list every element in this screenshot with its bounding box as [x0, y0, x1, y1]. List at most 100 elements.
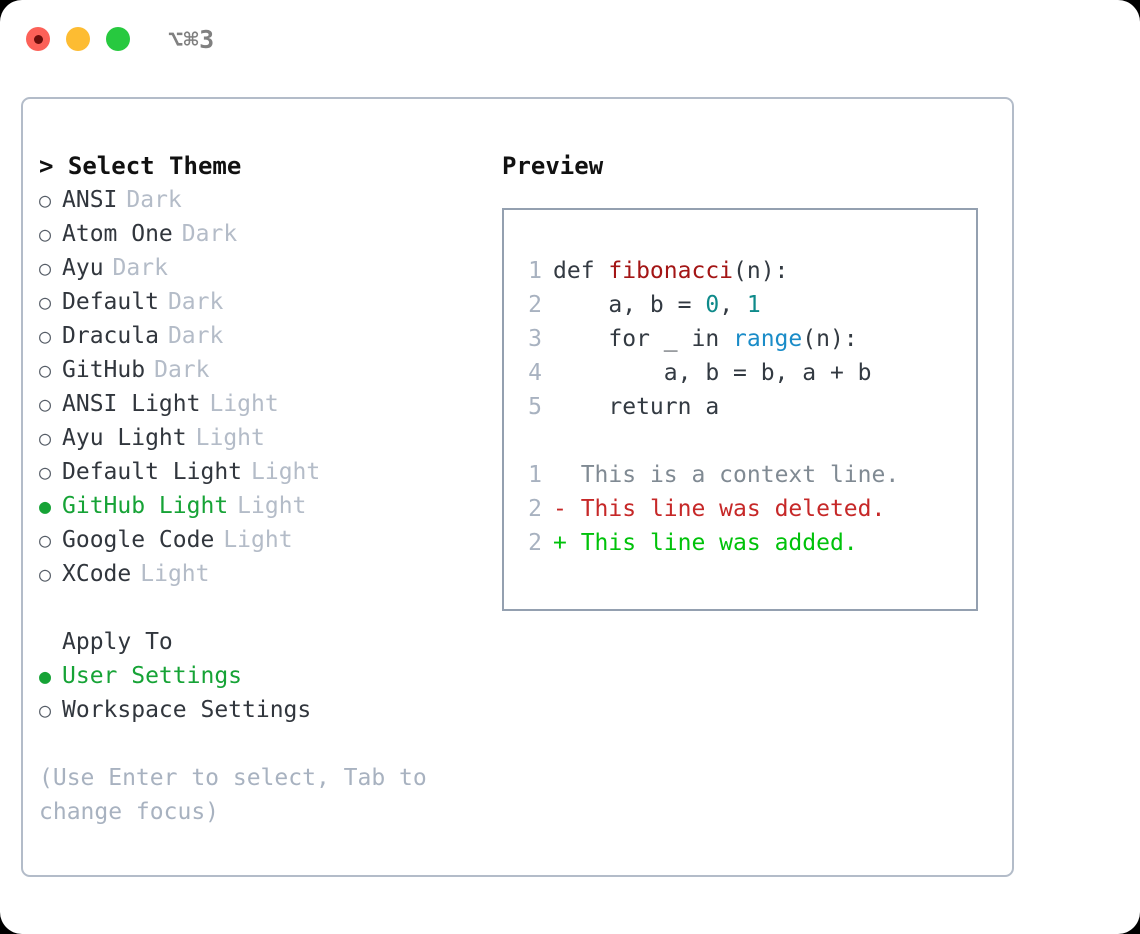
- diff-sample: 1 This is a context line.2- This line wa…: [504, 458, 976, 560]
- line-number: 1: [528, 462, 542, 488]
- theme-list-item[interactable]: ○ Default Dark: [39, 285, 489, 319]
- theme-list-item[interactable]: ○ Ayu Dark: [39, 251, 489, 285]
- radio-unselected-icon: ○: [39, 324, 52, 348]
- radio-unselected-icon: ○: [39, 562, 52, 586]
- diff-marker: [553, 458, 581, 492]
- apply-to-item[interactable]: ○ Workspace Settings: [39, 693, 489, 727]
- radio-selected-icon: ●: [39, 494, 52, 518]
- theme-category: Dark: [167, 289, 224, 315]
- line-number: 1: [528, 258, 542, 284]
- maximize-button[interactable]: [106, 27, 130, 51]
- theme-name: ANSI Light: [62, 391, 201, 417]
- radio-unselected-icon: ○: [39, 256, 52, 280]
- theme-name: Google Code: [62, 527, 215, 553]
- code-token: range: [733, 326, 803, 352]
- title-bar: ⌥⌘3: [0, 0, 1140, 78]
- diff-text: This is a context line.: [580, 462, 900, 488]
- code-token: (n):: [802, 326, 858, 352]
- theme-category: Light: [251, 459, 321, 485]
- theme-list-item[interactable]: ○ Atom One Dark: [39, 217, 489, 251]
- theme-category: Light: [223, 527, 293, 553]
- code-token: for _ in: [553, 326, 734, 352]
- window-controls: [26, 27, 130, 51]
- diff-line: 2- This line was deleted.: [504, 492, 976, 526]
- radio-unselected-icon: ○: [39, 528, 52, 552]
- radio-unselected-icon: ○: [39, 426, 52, 450]
- diff-line: 2 + This line was added.: [504, 526, 976, 560]
- theme-name: Default: [62, 289, 159, 315]
- diff-text: This line was added.: [580, 530, 858, 556]
- theme-name: Atom One: [62, 221, 173, 247]
- code-token: a, b =: [553, 292, 706, 318]
- diff-line: 1 This is a context line.: [504, 458, 976, 492]
- code-token: 0: [705, 292, 720, 318]
- radio-unselected-icon: ○: [39, 698, 52, 722]
- theme-name: ANSI: [62, 187, 118, 213]
- code-line: 3 for _ in range(n):: [504, 322, 976, 356]
- code-token: def: [553, 258, 609, 284]
- code-token: (n):: [733, 258, 789, 284]
- code-token: return a: [553, 394, 720, 420]
- theme-list-item[interactable]: ○ Dracula Dark: [39, 319, 489, 353]
- theme-name: GitHub: [62, 357, 146, 383]
- theme-list-item[interactable]: ○ GitHub Dark: [39, 353, 489, 387]
- apply-to-list: ●User Settings ○ Workspace Settings: [39, 659, 489, 727]
- code-token: ,: [719, 292, 747, 318]
- theme-list-item[interactable]: ○ Google Code Light: [39, 523, 489, 557]
- diff-marker: +: [553, 530, 581, 556]
- code-token: 1: [746, 292, 761, 318]
- close-button[interactable]: [26, 27, 50, 51]
- radio-unselected-icon: ○: [39, 290, 52, 314]
- apply-to-item[interactable]: ●User Settings: [39, 659, 489, 693]
- apply-to-label: Workspace Settings: [62, 697, 312, 723]
- theme-list-item[interactable]: ● GitHub Light Light: [39, 489, 489, 523]
- diff-marker: -: [553, 496, 581, 522]
- theme-list-header: > Select Theme: [39, 152, 242, 180]
- theme-category: Dark: [112, 255, 168, 281]
- theme-name: Ayu: [62, 255, 104, 281]
- theme-name: XCode: [62, 561, 132, 587]
- radio-unselected-icon: ○: [39, 358, 52, 382]
- apply-to-label: User Settings: [62, 663, 243, 689]
- keyboard-shortcut-label: ⌥⌘3: [168, 24, 215, 54]
- line-number: 2: [528, 292, 542, 318]
- theme-category: Dark: [167, 323, 224, 349]
- theme-category: Light: [195, 425, 265, 451]
- apply-to-header: Apply To: [62, 629, 173, 655]
- theme-name: Dracula: [62, 323, 159, 349]
- radio-unselected-icon: ○: [39, 222, 52, 246]
- theme-name: GitHub Light: [62, 493, 229, 519]
- code-line: 2 a, b = 0, 1: [504, 288, 976, 322]
- line-number: 5: [528, 394, 542, 420]
- line-number: 4: [528, 360, 542, 386]
- code-diff-spacer: [504, 424, 976, 458]
- theme-category: Light: [237, 493, 307, 519]
- theme-category: Dark: [181, 221, 238, 247]
- radio-unselected-icon: ○: [39, 188, 52, 212]
- code-line: 5 return a: [504, 390, 976, 424]
- section-spacer: [39, 591, 489, 625]
- line-number: 2: [528, 530, 542, 556]
- code-line: 4 a, b = b, a + b: [504, 356, 976, 390]
- theme-name: Ayu Light: [62, 425, 187, 451]
- diff-text: This line was deleted.: [580, 496, 886, 522]
- theme-category: Dark: [154, 357, 210, 383]
- theme-list-item[interactable]: ○ Ayu Light Light: [39, 421, 489, 455]
- keyboard-hint: (Use Enter to select, Tab to change focu…: [39, 765, 441, 825]
- minimize-button[interactable]: [66, 27, 90, 51]
- code-token: a, b = b, a + b: [553, 360, 872, 386]
- preview-title: Preview: [502, 152, 604, 180]
- line-number: 2: [528, 496, 542, 522]
